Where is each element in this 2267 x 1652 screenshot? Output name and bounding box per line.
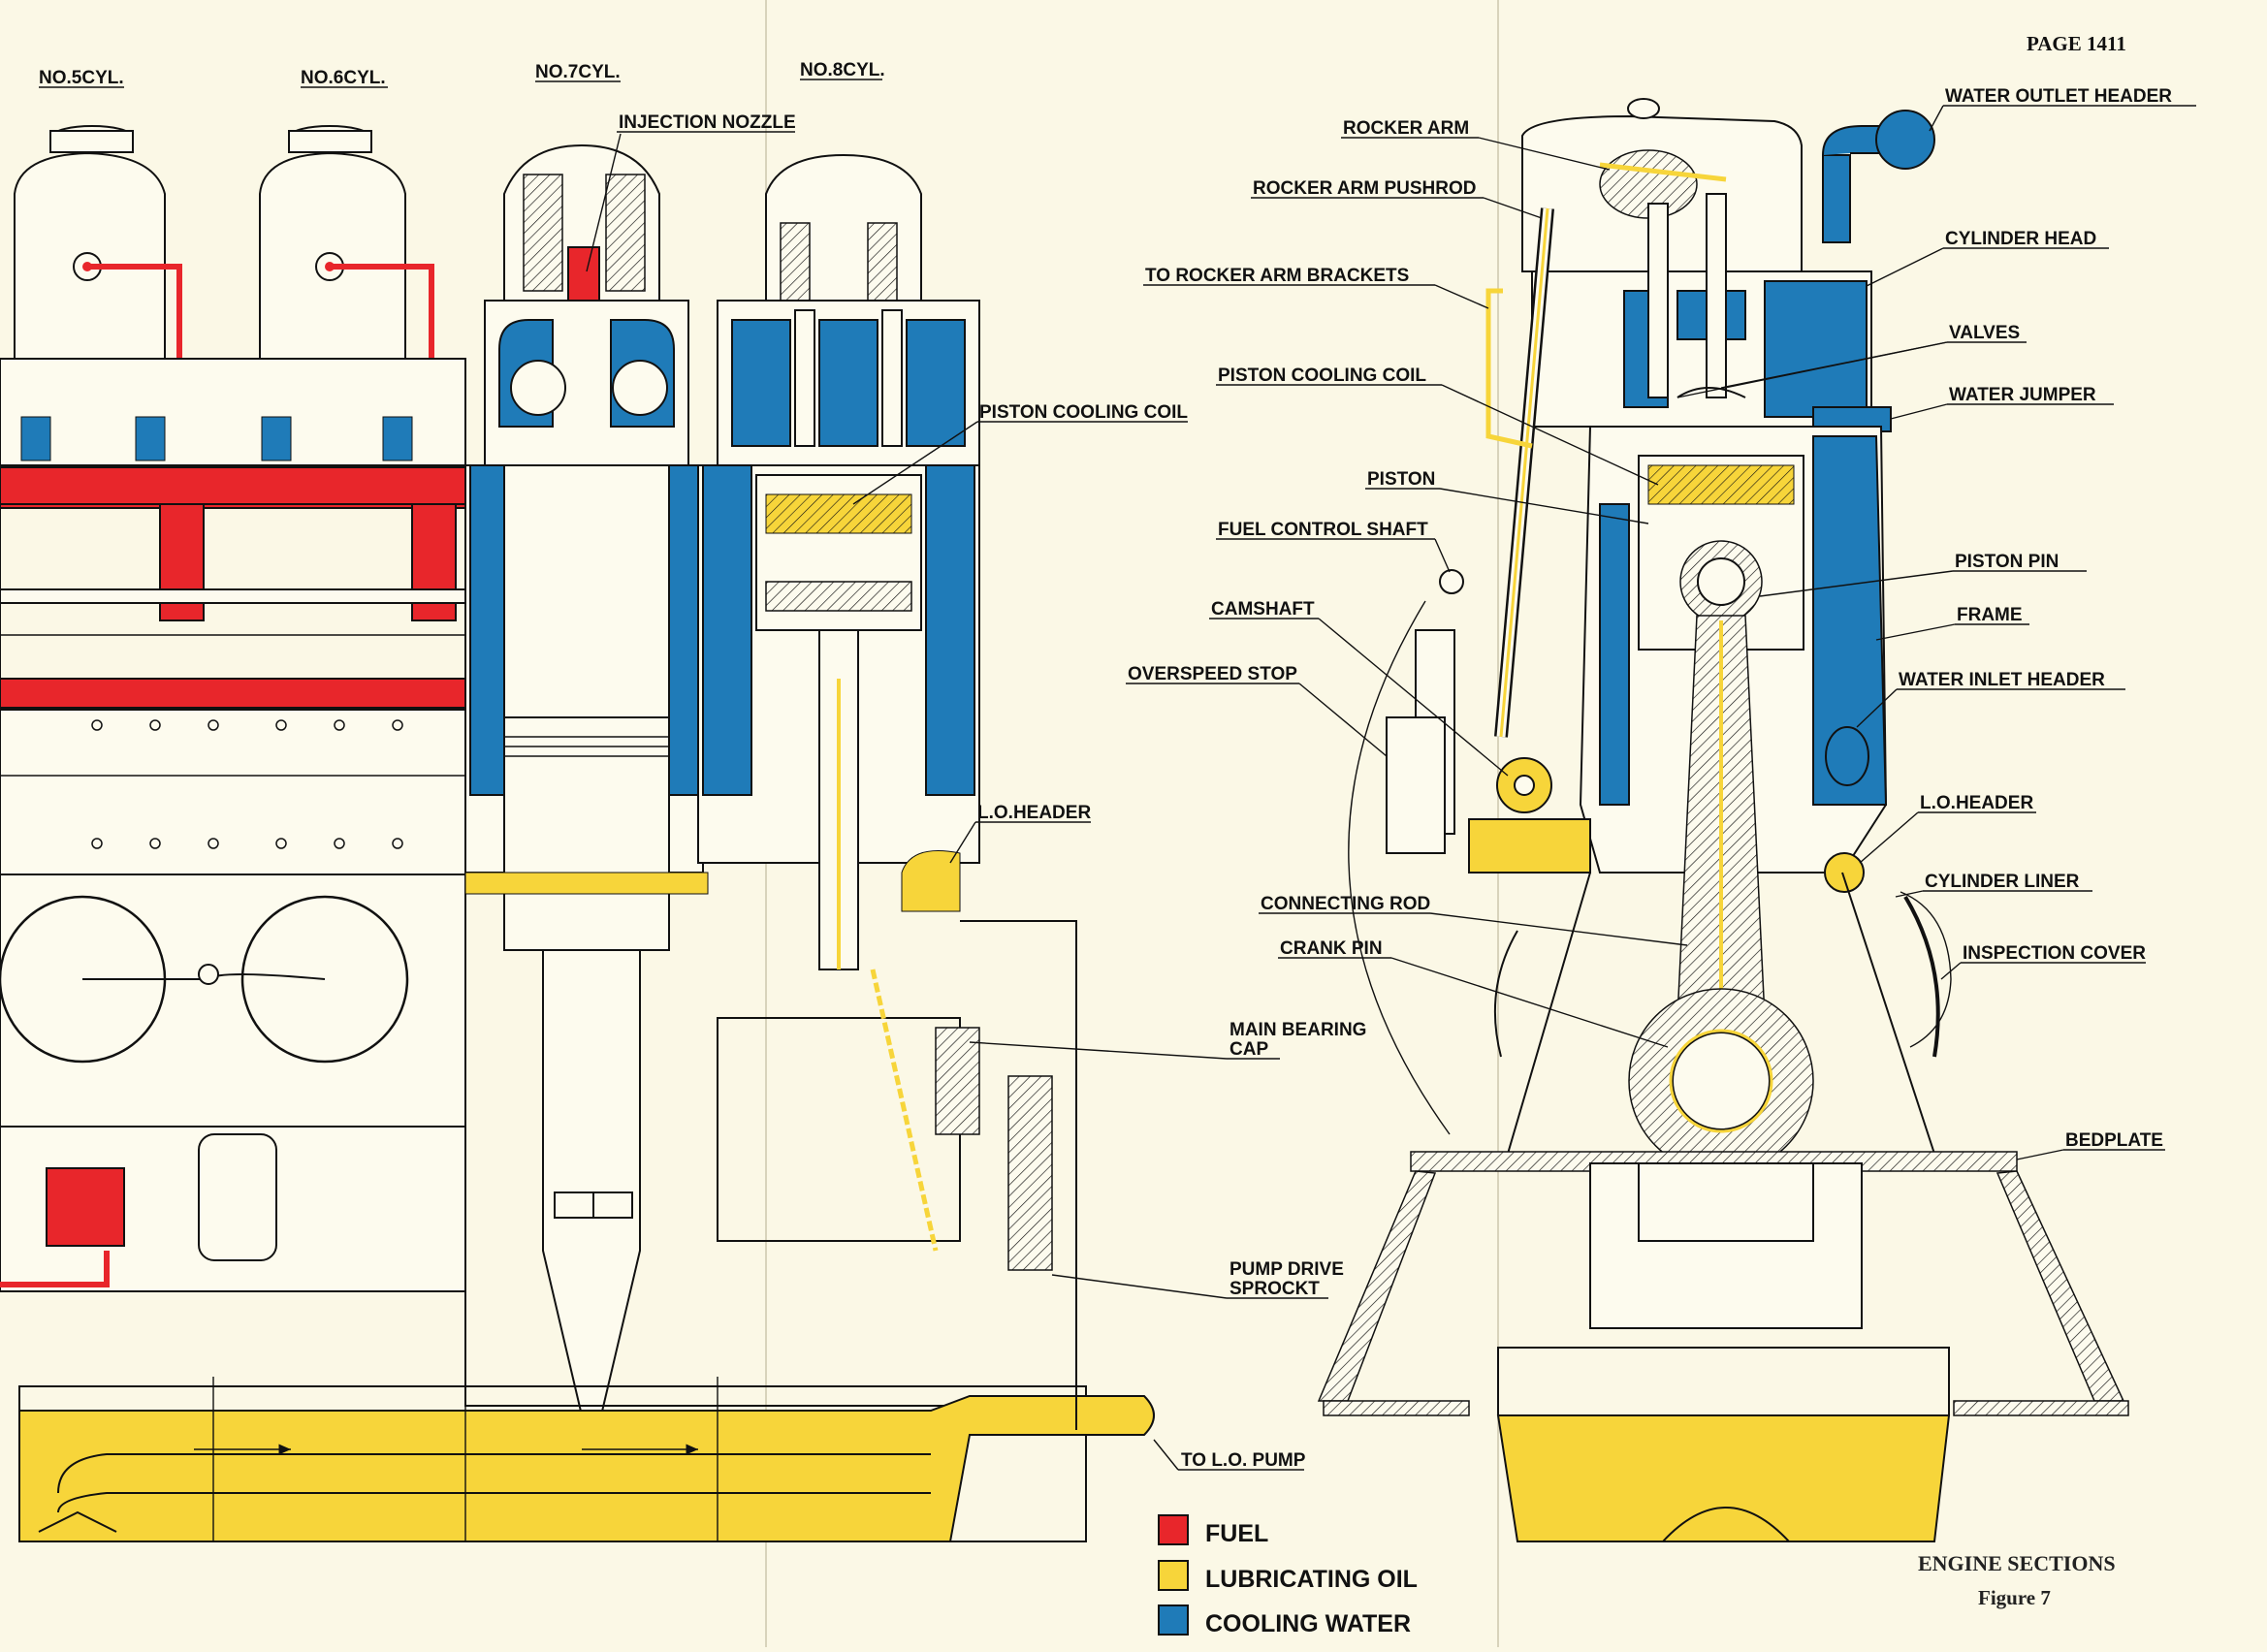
lo-header [1824, 852, 1865, 893]
label-piston-cooling-coil-left: PISTON COOLING COIL [979, 402, 1188, 423]
label-cylinder-head: CYLINDER HEAD [1945, 229, 2096, 249]
inspection-cover [240, 895, 409, 1064]
cylinder-label-no5: NO.5CYL. [39, 68, 124, 88]
page-number: PAGE 1411 [2027, 32, 2126, 55]
cross-section [1317, 98, 2129, 1542]
legend-label-cooling-water: COOLING WATER [1205, 1610, 1411, 1637]
label-overspeed-stop: OVERSPEED STOP [1128, 664, 1297, 684]
label-bedplate: BEDPLATE [2065, 1130, 2163, 1151]
water-inlet-header [1825, 726, 1869, 786]
label-fuel-control-shaft: FUEL CONTROL SHAFT [1218, 520, 1428, 540]
label-camshaft: CAMSHAFT [1211, 599, 1315, 620]
cylinder-no7-section [464, 143, 709, 1416]
lube-oil-pan [18, 1395, 1155, 1542]
fuel-header [0, 466, 466, 509]
caption-figure: Figure 7 [1978, 1586, 2051, 1609]
label-frame: FRAME [1957, 605, 2023, 625]
inspection-cover-right [1903, 895, 1940, 1058]
cylinder-no8-section [697, 153, 980, 1252]
label-crank-pin: CRANK PIN [1280, 938, 1383, 959]
fuel-pump [46, 1167, 125, 1247]
fuel-control-shaft [1439, 569, 1464, 594]
valve-cover-no5 [14, 125, 166, 360]
bolt-row [91, 719, 403, 849]
label-injection-nozzle: INJECTION NOZZLE [619, 112, 796, 133]
label-piston-cooling-coil-right: PISTON COOLING COIL [1218, 365, 1426, 386]
caption-title: ENGINE SECTIONS [1918, 1551, 2116, 1575]
legend: FUEL LUBRICATING OIL COOLING WATER [1158, 1514, 1418, 1637]
longitudinal-section: NO.5CYL. NO.6CYL. NO.7CYL. NO.8CYL. [0, 60, 1155, 1542]
label-rocker-arm-pushrod: ROCKER ARM PUSHROD [1253, 178, 1476, 199]
legend-swatch-lubricating-oil [1158, 1560, 1189, 1591]
label-water-jumper: WATER JUMPER [1949, 385, 2096, 405]
label-piston-pin: PISTON PIN [1955, 552, 2059, 572]
label-lo-header-right: L.O.HEADER [1920, 793, 2033, 813]
label-pump-drive-sprocket-line2: SPROCKT [1229, 1279, 1320, 1299]
label-main-bearing-cap-line2: CAP [1229, 1039, 1268, 1060]
label-rocker-arm: ROCKER ARM [1343, 118, 1469, 139]
cylinder-label-no6: NO.6CYL. [301, 68, 386, 88]
label-main-bearing-cap-line1: MAIN BEARING [1229, 1020, 1366, 1040]
valve-cover-no6 [259, 125, 406, 360]
label-lo-header-left: L.O.HEADER [977, 803, 1091, 823]
cylinder-label-no8: NO.8CYL. [800, 60, 885, 80]
label-valves: VALVES [1949, 323, 2020, 343]
label-water-inlet-header: WATER INLET HEADER [1899, 670, 2105, 690]
label-piston: PISTON [1367, 469, 1435, 490]
legend-swatch-fuel [1158, 1514, 1189, 1545]
label-connecting-rod: CONNECTING ROD [1261, 894, 1430, 914]
label-cylinder-liner: CYLINDER LINER [1925, 872, 2080, 892]
label-to-rocker-arm-brackets: TO ROCKER ARM BRACKETS [1145, 266, 1409, 286]
cylinder-label-no7: NO.7CYL. [535, 62, 621, 82]
label-water-outlet-header: WATER OUTLET HEADER [1945, 86, 2172, 107]
legend-swatch-cooling-water [1158, 1604, 1189, 1636]
overspeed-stop [1386, 716, 1446, 854]
legend-label-fuel: FUEL [1205, 1520, 1268, 1547]
water-outlet-header [1875, 110, 1935, 170]
label-inspection-cover: INSPECTION COVER [1963, 943, 2146, 964]
label-pump-drive-sprocket-line1: PUMP DRIVE [1229, 1259, 1344, 1280]
legend-label-lubricating-oil: LUBRICATING OIL [1205, 1566, 1418, 1593]
label-to-lo-pump: TO L.O. PUMP [1181, 1450, 1306, 1471]
